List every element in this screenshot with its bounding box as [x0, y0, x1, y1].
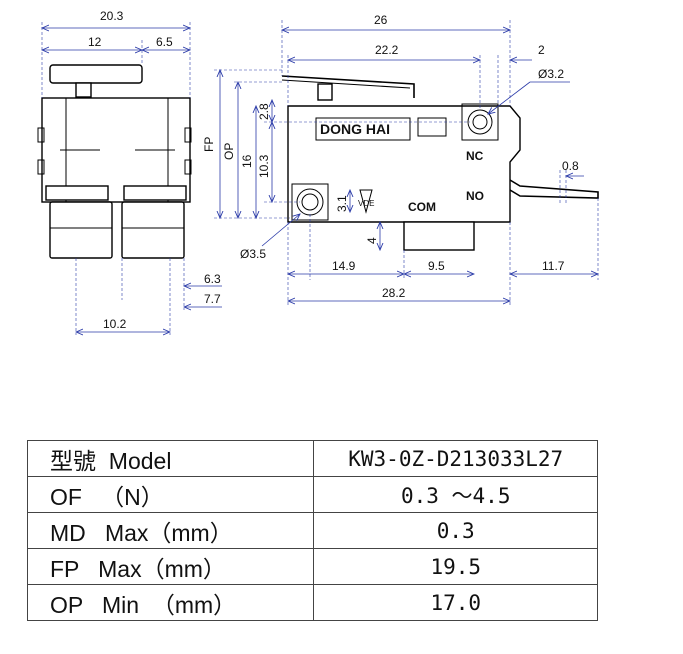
- table-row: OP Min （mm） 17.0: [26, 584, 598, 621]
- value-cell: 19.5: [313, 548, 598, 585]
- value-cell: 0.3: [313, 512, 598, 549]
- param-cell: MD Max（mm）: [26, 512, 315, 549]
- value-cell: KW3-0Z-D213033L27: [313, 440, 598, 477]
- table-row: 型號 Model KW3-0Z-D213033L27: [26, 440, 598, 477]
- dim-hole-3-5: Ø3.5: [240, 247, 266, 261]
- dim-6-3: 6.3: [204, 272, 221, 286]
- terminal-no-label: NO: [466, 189, 484, 203]
- dim-4: 4: [365, 237, 379, 244]
- dim-2-8: 2.8: [257, 103, 271, 120]
- dim-3-1: 3.1: [335, 195, 349, 212]
- dim-fp: FP: [202, 137, 216, 152]
- dim-6-5: 6.5: [156, 35, 173, 49]
- terminal-com-label: COM: [408, 200, 436, 214]
- dim-14-9: 14.9: [332, 259, 356, 273]
- dim-2: 2: [538, 43, 545, 57]
- param-cell: OF （N）: [26, 476, 315, 513]
- dim-20-3: 20.3: [100, 9, 124, 23]
- switch-technical-drawing: 20.3 12 6.5 6.3 7.7 10.2 DONG HAI NC NO: [37, 9, 683, 345]
- dim-26: 26: [374, 13, 388, 27]
- value-cell: 17.0: [313, 584, 598, 621]
- table-row: FP Max（mm） 19.5: [26, 548, 598, 585]
- param-cell: OP Min （mm）: [26, 584, 315, 621]
- dim-12: 12: [88, 35, 102, 49]
- spec-table: 型號 Model KW3-0Z-D213033L27 OF （N） 0.3 ～4…: [26, 440, 598, 621]
- dim-10-2: 10.2: [103, 317, 127, 331]
- vde-mark: VDE: [358, 199, 374, 208]
- brand-label: DONG HAI: [320, 121, 390, 137]
- table-row: OF （N） 0.3 ～4.5: [26, 476, 598, 513]
- param-cell: FP Max（mm）: [26, 548, 315, 585]
- param-cell: 型號 Model: [26, 440, 315, 477]
- terminal-nc-label: NC: [466, 149, 484, 163]
- dim-op: OP: [222, 143, 236, 160]
- table-row: MD Max（mm） 0.3: [26, 512, 598, 549]
- dim-7-7: 7.7: [204, 292, 221, 306]
- dim-0-8: 0.8: [562, 159, 579, 173]
- side-view: [37, 64, 192, 259]
- dim-28-2: 28.2: [382, 286, 406, 300]
- dim-16: 16: [240, 154, 254, 168]
- value-cell: 0.3 ～4.5: [313, 476, 598, 513]
- dim-hole-3-2: Ø3.2: [538, 67, 564, 81]
- front-view: DONG HAI NC NO COM VDE: [281, 75, 599, 251]
- dim-22-2: 22.2: [375, 43, 399, 57]
- side-view-dimensions: 20.3 12 6.5 6.3 7.7 10.2: [42, 9, 222, 335]
- front-view-dimensions: 26 22.2 2 Ø3.2 Ø3.5 FP OP 16 10.3 2.8 3.…: [202, 13, 598, 305]
- dim-11-7: 11.7: [542, 259, 565, 273]
- dim-10-3: 10.3: [257, 154, 271, 178]
- dim-9-5: 9.5: [428, 259, 445, 273]
